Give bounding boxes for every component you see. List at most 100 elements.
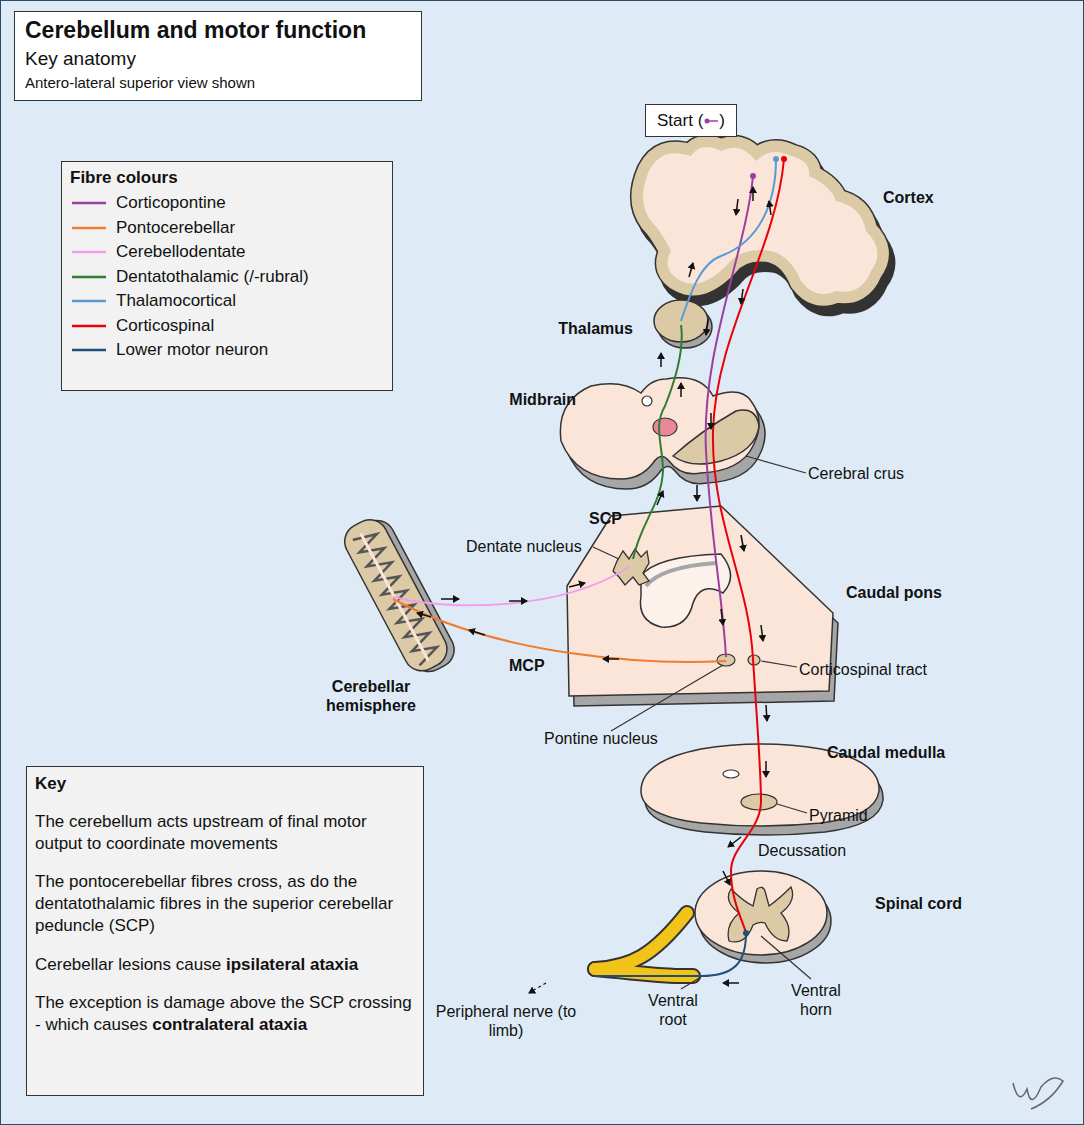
leader-lines bbox=[611, 665, 723, 731]
thalamus bbox=[654, 300, 712, 348]
flow-arrow bbox=[728, 837, 741, 847]
flow-arrow bbox=[723, 871, 730, 885]
key-box: KeyThe cerebellum acts upstream of final… bbox=[26, 766, 424, 1096]
part-label: Ventral root bbox=[638, 991, 708, 1029]
key-paragraph: The cerebellum acts upstream of final mo… bbox=[35, 811, 415, 855]
part-label: Spinal cord bbox=[875, 894, 962, 913]
subtitle-text: Key anatomy bbox=[25, 48, 411, 70]
part-label: Caudal medulla bbox=[827, 743, 945, 762]
cerebellar-hemisphere bbox=[338, 511, 460, 681]
title-box: Cerebellum and motor functionKey anatomy… bbox=[14, 11, 422, 101]
peripheral-nerve bbox=[595, 913, 687, 969]
part-label: MCP bbox=[509, 656, 545, 675]
spinal-cord-section bbox=[695, 871, 831, 963]
legend-text: Lower motor neuron bbox=[116, 340, 268, 360]
legend-text: Corticospinal bbox=[116, 316, 214, 336]
start-text: Start ( bbox=[657, 111, 703, 131]
flow-arrow bbox=[441, 598, 459, 600]
fibre-tracts bbox=[393, 156, 787, 976]
part-label: Corticospinal tract bbox=[799, 660, 927, 679]
fibre-tracts bbox=[393, 599, 726, 662]
title-text: Cerebellum and motor function bbox=[25, 17, 411, 44]
key-paragraph: The exception is damage above the SCP cr… bbox=[35, 992, 415, 1036]
leader-lines bbox=[777, 804, 807, 813]
part-label: Thalamus bbox=[513, 319, 633, 338]
medulla-section bbox=[741, 794, 777, 810]
flow-arrow bbox=[723, 982, 739, 984]
fibre-tracts bbox=[773, 156, 779, 162]
cortex-section bbox=[643, 147, 882, 303]
fibre-tracts bbox=[681, 159, 776, 321]
flow-arrow bbox=[657, 491, 663, 505]
leader-lines bbox=[746, 456, 806, 473]
flow-arrow bbox=[660, 353, 662, 367]
flow-arrow bbox=[689, 263, 693, 277]
legend-text: Dentatothalamic (/-rubral) bbox=[116, 267, 309, 287]
flow-arrow bbox=[736, 199, 738, 215]
peripheral-nerve bbox=[595, 913, 693, 976]
pons-section bbox=[646, 563, 716, 586]
flow-arrow bbox=[766, 705, 767, 721]
part-label: Decussation bbox=[758, 841, 846, 860]
flow-arrow bbox=[706, 319, 708, 335]
fibre-tracts bbox=[706, 176, 753, 657]
leader-lines bbox=[529, 456, 811, 993]
cortex-section bbox=[643, 147, 877, 294]
pons-section bbox=[567, 506, 833, 696]
legend-line-sample bbox=[70, 345, 108, 355]
key-text: contralateral ataxia bbox=[152, 1015, 307, 1034]
part-label: Caudal pons bbox=[846, 583, 942, 602]
signature bbox=[1013, 1078, 1063, 1109]
part-label: Dentate nucleus bbox=[466, 537, 582, 556]
legend-row: Dentatothalamic (/-rubral) bbox=[70, 265, 384, 290]
flow-arrows bbox=[417, 187, 771, 983]
legend-line-sample bbox=[70, 198, 108, 208]
part-label: Cerebral crus bbox=[808, 464, 904, 483]
peripheral-nerve bbox=[595, 913, 687, 969]
pons-section bbox=[567, 506, 838, 706]
part-label: SCP bbox=[589, 509, 622, 528]
start-symbol bbox=[703, 116, 719, 126]
legend-line bbox=[72, 325, 106, 328]
leader-lines bbox=[593, 547, 619, 559]
legend-text: Corticopontine bbox=[116, 193, 226, 213]
part-label: Midbrain bbox=[456, 390, 576, 409]
flow-arrow bbox=[761, 625, 763, 641]
legend-line bbox=[72, 251, 106, 254]
flow-arrow bbox=[680, 383, 682, 397]
key-text: The cerebellum acts upstream of final mo… bbox=[35, 812, 367, 853]
legend-line-sample bbox=[70, 223, 108, 233]
flow-arrow bbox=[752, 187, 754, 201]
midbrain-section bbox=[653, 418, 677, 436]
signature bbox=[1013, 1078, 1063, 1109]
flow-arrow bbox=[509, 600, 527, 602]
leader-lines bbox=[761, 661, 797, 667]
legend-box: Fibre coloursCorticopontinePontocerebell… bbox=[61, 161, 393, 391]
cerebellar-hemisphere bbox=[338, 513, 453, 677]
legend-line bbox=[72, 227, 106, 230]
start-text: ) bbox=[719, 111, 725, 131]
legend-row: Corticopontine bbox=[70, 191, 384, 216]
legend-line-sample bbox=[70, 296, 108, 306]
part-label: Ventral horn bbox=[776, 981, 856, 1019]
legend-row: Cerebellodentate bbox=[70, 240, 384, 265]
leader-lines bbox=[529, 983, 546, 993]
key-text: Cerebellar lesions cause bbox=[35, 955, 221, 974]
start-symbol-dot bbox=[705, 118, 710, 123]
flow-arrow bbox=[769, 201, 771, 215]
key-text: Key bbox=[35, 774, 66, 793]
legend-heading: Fibre colours bbox=[70, 168, 384, 188]
legend-line-sample bbox=[70, 247, 108, 257]
part-label: Cerebellar hemisphere bbox=[316, 677, 426, 715]
legend-line bbox=[72, 202, 106, 205]
flow-arrow bbox=[696, 485, 698, 501]
flow-arrow bbox=[741, 289, 743, 304]
legend-row: Thalamocortical bbox=[70, 289, 384, 314]
fibre-tracts bbox=[750, 173, 756, 179]
legend-line bbox=[72, 300, 106, 303]
part-label: Pontine nucleus bbox=[544, 729, 658, 748]
subtitle-text: Antero-lateral superior view shown bbox=[25, 74, 411, 91]
flow-arrow bbox=[765, 761, 767, 777]
part-label: Cortex bbox=[883, 188, 934, 207]
leader-lines bbox=[681, 977, 701, 989]
